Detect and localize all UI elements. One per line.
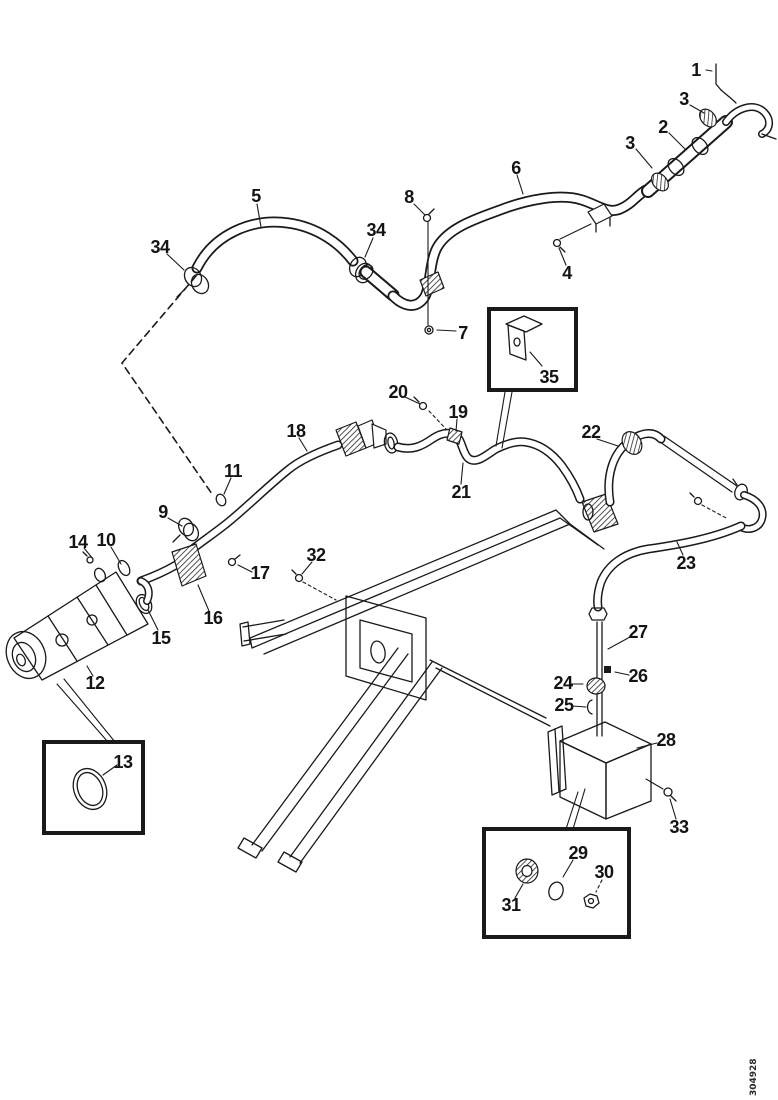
detail-box-13	[42, 740, 145, 835]
hose-5	[176, 216, 400, 302]
frame	[237, 509, 605, 873]
detail-box-29-31	[482, 827, 631, 939]
coupler-chain-top-right	[641, 63, 777, 198]
hose-21-center	[335, 396, 585, 504]
detail-box-35	[487, 307, 578, 392]
hose-18	[82, 440, 343, 615]
drawing-code: 304928	[749, 1058, 759, 1096]
dashed-locator-lines	[120, 275, 603, 893]
detail-box-leaders	[56, 391, 586, 830]
pump-assembly	[5, 567, 153, 681]
mounting-rod	[586, 621, 611, 737]
reservoir-tank	[547, 721, 677, 820]
hose-6	[387, 184, 652, 335]
leader-lines	[83, 69, 713, 899]
hose-23-loop	[581, 429, 767, 621]
